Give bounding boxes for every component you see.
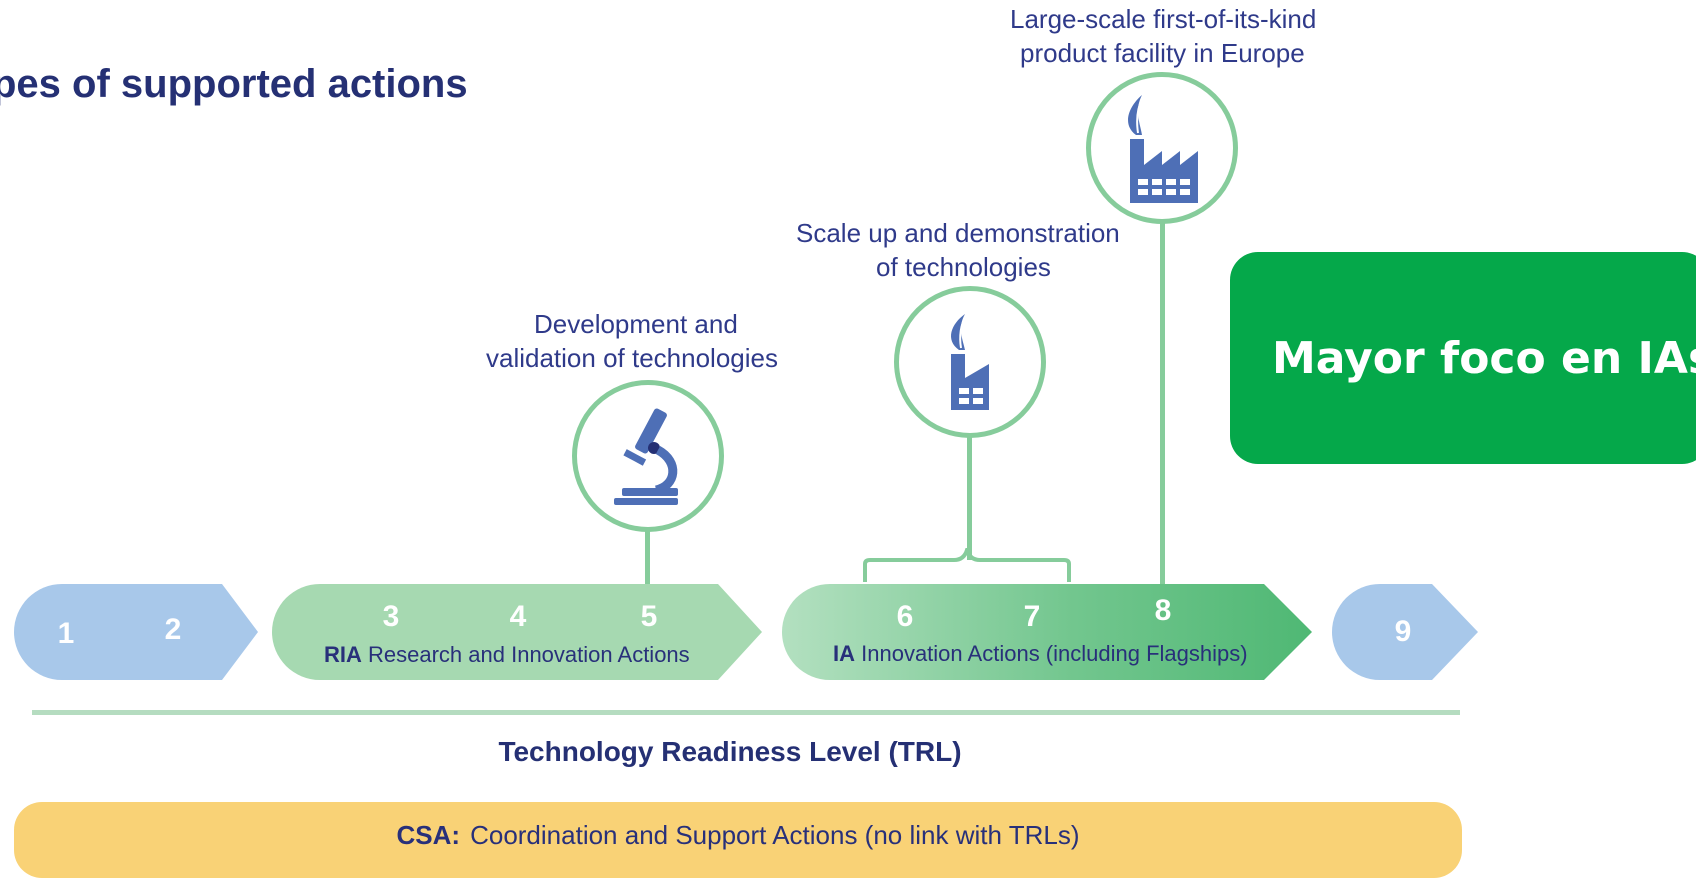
microscope-icon-ring bbox=[572, 380, 724, 532]
trl-axis-label: Technology Readiness Level (TRL) bbox=[498, 736, 962, 767]
trl-number-5: 5 bbox=[640, 600, 658, 633]
trl-baseline bbox=[32, 710, 1460, 715]
connector-line-scale-up bbox=[967, 430, 972, 560]
stage-caption-large-scale-line2: product facility in Europe bbox=[1020, 38, 1305, 68]
ria-label-bold: RIA bbox=[324, 642, 362, 667]
ia-label-text: Innovation Actions (including Flagships) bbox=[861, 641, 1248, 666]
ia-label-bold: IA bbox=[833, 641, 855, 666]
page-title: pes of supported actions bbox=[0, 62, 468, 106]
stage-caption-development-line2: validation of technologies bbox=[486, 343, 778, 373]
large-factory-icon-ring bbox=[1086, 72, 1238, 224]
trl-number-1: 1 bbox=[57, 617, 75, 650]
trl-arrow-9 bbox=[1332, 584, 1478, 680]
csa-bar: CSA: Coordination and Support Actions (n… bbox=[14, 802, 1462, 878]
csa-label-bold: CSA: bbox=[396, 819, 461, 850]
trl-number-2: 2 bbox=[164, 613, 182, 646]
connector-line-large-scale bbox=[1160, 215, 1165, 585]
trl-number-3: 3 bbox=[382, 600, 400, 633]
trl-arrow-1-2 bbox=[14, 584, 258, 680]
csa-label-text: Coordination and Support Actions (no lin… bbox=[470, 819, 1080, 850]
small-factory-icon bbox=[951, 314, 989, 410]
large-factory-icon bbox=[1128, 95, 1198, 203]
microscope-icon bbox=[614, 408, 678, 505]
ria-label-text: Research and Innovation Actions bbox=[368, 642, 690, 667]
stage-caption-scale-up-line1: Scale up and demonstration bbox=[796, 218, 1120, 248]
trl-number-6: 6 bbox=[896, 600, 914, 633]
callout-box: Mayor foco en IAs bbox=[1230, 252, 1696, 464]
trl-arrows bbox=[14, 584, 1478, 680]
trl-arrow-ria bbox=[272, 584, 762, 680]
connector-line-development bbox=[645, 525, 650, 585]
trl-arrow-ia bbox=[782, 584, 1312, 680]
callout-text: Mayor foco en IAs bbox=[1272, 332, 1696, 384]
trl-number-8: 8 bbox=[1154, 594, 1172, 627]
stage-caption-scale-up-line2: of technologies bbox=[876, 252, 1051, 282]
stage-caption-development-line1: Development and bbox=[534, 309, 738, 339]
trl-number-4: 4 bbox=[509, 600, 527, 633]
trl-number-7: 7 bbox=[1023, 600, 1041, 633]
ria-label: RIA Research and Innovation Actions bbox=[324, 642, 690, 668]
trl-number-9: 9 bbox=[1394, 615, 1412, 648]
ia-label: IA Innovation Actions (including Flagshi… bbox=[833, 641, 1248, 667]
small-factory-icon-ring bbox=[894, 286, 1046, 438]
stage-caption-large-scale-line1: Large-scale first-of-its-kind bbox=[1010, 4, 1317, 34]
ia-bracket bbox=[863, 548, 1071, 582]
